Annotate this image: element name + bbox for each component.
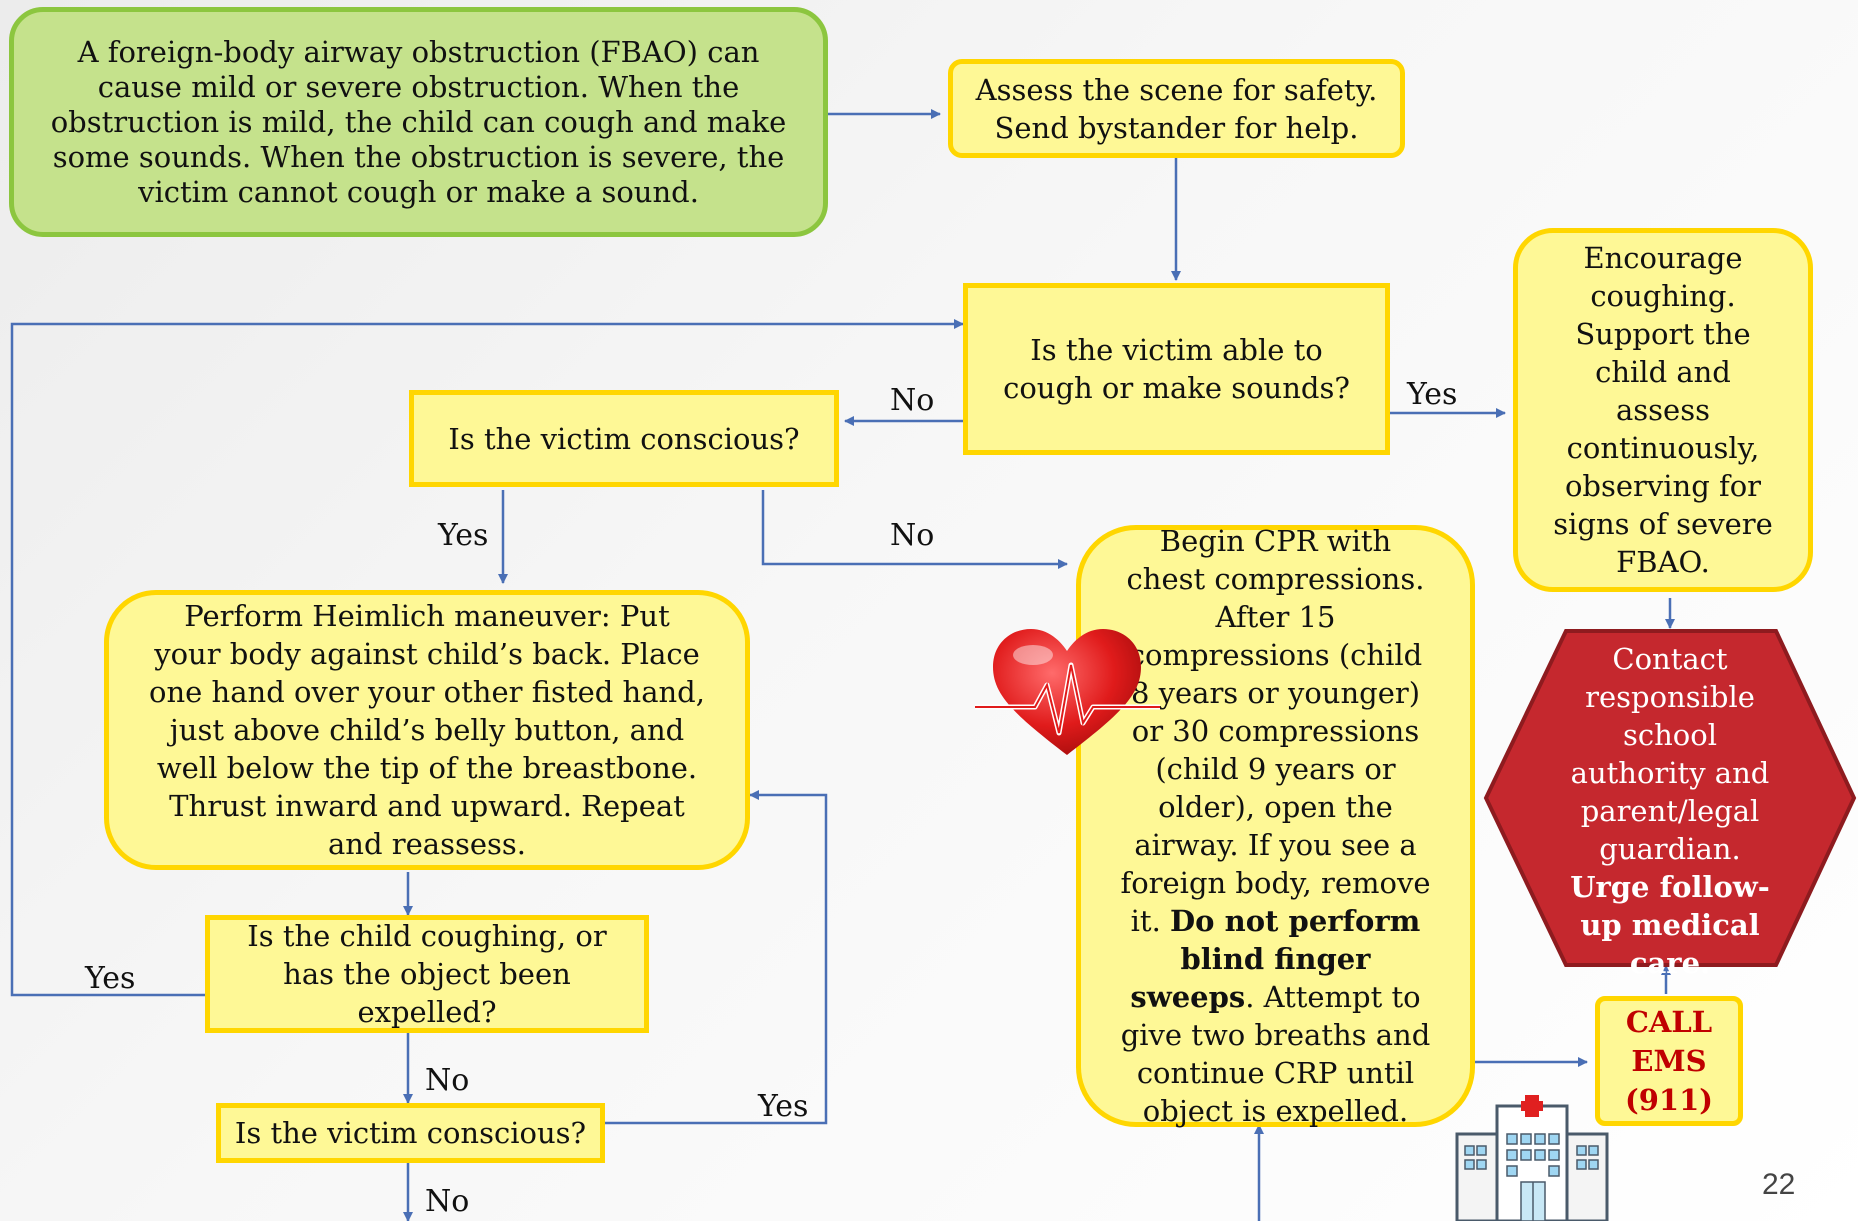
contact-text-main: Contact responsible school authority and…: [1570, 642, 1770, 866]
conscious-question-2-text: Is the victim conscious?: [234, 1116, 587, 1150]
conscious-question-2-box: Is the victim conscious?: [216, 1103, 605, 1163]
conscious-question-box: Is the victim conscious?: [409, 390, 839, 487]
contact-text: Contact responsible school authority and…: [1560, 640, 1780, 982]
label-no-conscious2: No: [425, 1063, 470, 1098]
label-yes-encourage: Yes: [1407, 377, 1458, 412]
assess-scene-box: Assess the scene for safety. Send bystan…: [948, 59, 1405, 158]
hospital-icon: [1455, 1095, 1609, 1221]
label-yes-heimlich-loop: Yes: [758, 1089, 809, 1124]
fbao-intro-box: A foreign-body airway obstruction (FBAO)…: [9, 7, 828, 237]
fbao-intro-text: A foreign-body airway obstruction (FBAO)…: [50, 34, 787, 209]
coughing-expelled-text: Is the child coughing, or has the object…: [247, 919, 607, 1029]
label-yes-loop-back: Yes: [85, 961, 136, 996]
cpr-box: Begin CPR with chest compressions. After…: [1076, 522, 1475, 1130]
cpr-text-part1: Begin CPR with chest compressions. After…: [1120, 524, 1431, 938]
able-to-cough-text: Is the victim able to cough or make soun…: [1003, 333, 1350, 405]
heimlich-text: Perform Heimlich maneuver: Put your body…: [149, 599, 705, 861]
contact-hexagon: [1483, 629, 1857, 967]
label-no-conscious: No: [890, 383, 935, 418]
contact-text-bold: Urge follow-up medical care.: [1570, 870, 1770, 980]
cpr-text-part2: . Attempt to give two breaths and contin…: [1120, 980, 1431, 1128]
call-ems-box: CALL EMS (911): [1595, 996, 1743, 1126]
encourage-coughing-box: Encourage coughing. Support the child an…: [1513, 228, 1813, 592]
label-yes-heimlich: Yes: [438, 518, 489, 553]
encourage-coughing-text: Encourage coughing. Support the child an…: [1553, 241, 1773, 579]
cpr-text: Begin CPR with chest compressions. After…: [1119, 522, 1432, 1130]
heart-ecg-icon: [975, 629, 1160, 755]
label-no-cpr: No: [890, 518, 935, 553]
heimlich-box: Perform Heimlich maneuver: Put your body…: [104, 590, 750, 870]
conscious-question-text: Is the victim conscious?: [448, 421, 800, 456]
call-ems-line2: EMS: [1631, 1043, 1707, 1078]
page-number: 22: [1762, 1168, 1796, 1201]
call-ems-line3: (911): [1625, 1082, 1713, 1117]
call-ems-line1: CALL: [1625, 1004, 1713, 1039]
edge-question-yes-loop: [10, 319, 964, 997]
assess-scene-text: Assess the scene for safety. Send bystan…: [975, 72, 1378, 145]
able-to-cough-box: Is the victim able to cough or make soun…: [963, 283, 1390, 455]
edge-conscious-no: [761, 490, 1068, 569]
coughing-expelled-box: Is the child coughing, or has the object…: [205, 915, 649, 1033]
edge-conscious2-yes: [605, 790, 828, 1125]
label-no-bottom: No: [425, 1184, 470, 1219]
cpr-text-bold: Do not perform blind finger sweeps: [1130, 904, 1421, 1014]
